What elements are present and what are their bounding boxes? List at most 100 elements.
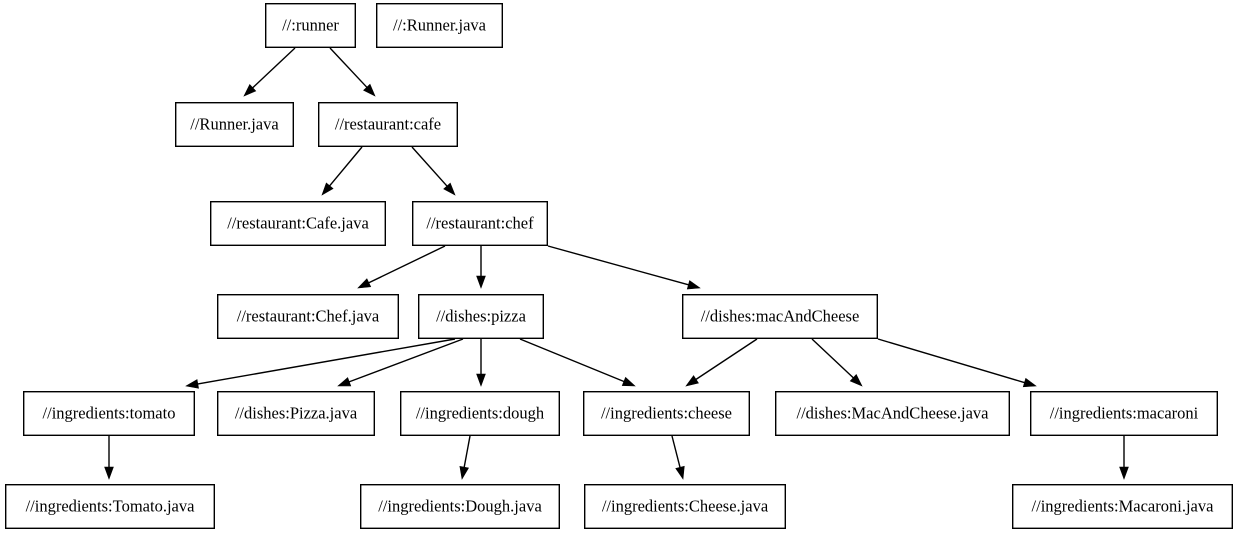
arrowhead-icon	[621, 376, 636, 387]
graph-node-dishes_macandcheese_java[interactable]: //dishes:MacAndCheese.java	[775, 391, 1011, 437]
node-rect[interactable]	[216, 294, 400, 340]
edge-dishes_pizza-to-ing_cheese	[519, 338, 636, 387]
node-rect[interactable]	[216, 391, 376, 437]
edge-dishes_pizza-to-ing_dough	[476, 339, 486, 387]
graph-node-ing_macaroni_java[interactable]: //ingredients:Macaroni.java	[1012, 484, 1234, 530]
edge-line	[327, 146, 363, 188]
arrowhead-icon	[337, 377, 352, 387]
node-label: //ingredients:tomato	[43, 403, 176, 422]
edge-ing_dough-to-ing_dough_java	[459, 435, 471, 480]
node-label: //restaurant:Cafe.java	[227, 213, 369, 232]
node-label: //:runner	[282, 15, 339, 34]
arrowhead-icon	[185, 379, 199, 389]
node-label: //ingredients:Dough.java	[378, 496, 542, 515]
edge-line	[519, 338, 627, 383]
arrowhead-icon	[459, 466, 469, 480]
graph-node-runner_java[interactable]: //Runner.java	[174, 101, 294, 147]
graph-node-restaurant_cafe_java[interactable]: //restaurant:Cafe.java	[209, 200, 387, 246]
arrowhead-icon	[849, 374, 863, 387]
edge-line	[411, 146, 449, 189]
node-rect[interactable]	[174, 101, 294, 147]
node-label: //ingredients:cheese	[601, 403, 732, 422]
node-rect[interactable]	[265, 3, 357, 48]
node-label: //ingredients:Macaroni.java	[1032, 496, 1215, 515]
node-rect[interactable]	[583, 391, 751, 437]
edge-restaurant_chef-to-dishes_macandcheese	[547, 245, 701, 290]
edge-ing_macaroni-to-ing_macaroni_java	[1119, 436, 1129, 480]
node-rect[interactable]	[1012, 484, 1234, 530]
node-rect[interactable]	[209, 200, 387, 246]
arrowhead-icon	[476, 373, 486, 387]
node-label: //dishes:Pizza.java	[235, 403, 358, 422]
arrowhead-icon	[243, 84, 257, 97]
edge-dishes_macandcheese-to-ing_macaroni	[877, 338, 1037, 388]
edge-dishes_pizza-to-ing_tomato	[185, 338, 456, 389]
node-label: //Runner.java	[190, 114, 279, 133]
node-label: //dishes:macAndCheese	[701, 306, 860, 325]
edge-line	[811, 338, 856, 380]
graph-node-dishes_macandcheese[interactable]: //dishes:macAndCheese	[682, 294, 879, 340]
edge-ing_tomato-to-ing_tomato_java	[104, 436, 114, 480]
edge-restaurant_chef-to-dishes_pizza	[476, 246, 486, 289]
node-rect[interactable]	[682, 294, 879, 340]
edge-line	[250, 47, 296, 90]
graph-node-ing_cheese[interactable]: //ingredients:cheese	[583, 391, 751, 437]
graph-node-ing_cheese_java[interactable]: //ingredients:Cheese.java	[584, 484, 787, 530]
edge-line	[463, 435, 471, 470]
node-label: //dishes:pizza	[436, 306, 526, 325]
node-rect[interactable]	[418, 294, 545, 340]
node-label: //restaurant:chef	[426, 213, 534, 232]
graph-node-restaurant_cafe[interactable]: //restaurant:cafe	[318, 101, 459, 147]
arrowhead-icon	[443, 182, 456, 196]
edge-line	[547, 245, 691, 287]
graph-node-ing_dough_java[interactable]: //ingredients:Dough.java	[360, 484, 561, 530]
edge-line	[347, 338, 464, 384]
edge-dishes_macandcheese-to-ing_cheese	[685, 338, 758, 387]
node-rect[interactable]	[400, 391, 561, 437]
edge-restaurant_cafe-to-restaurant_cafe_java	[321, 146, 363, 196]
arrowhead-icon	[1119, 466, 1129, 480]
arrowhead-icon	[685, 375, 699, 387]
node-rect[interactable]	[360, 484, 561, 530]
edge-line	[329, 47, 369, 90]
graph-node-dishes_pizza_java[interactable]: //dishes:Pizza.java	[216, 391, 376, 437]
graph-node-dishes_pizza[interactable]: //dishes:pizza	[418, 294, 545, 340]
graph-node-restaurant_chef[interactable]: //restaurant:chef	[412, 200, 549, 246]
node-rect[interactable]	[584, 484, 787, 530]
graph-node-restaurant_chef_java[interactable]: //restaurant:Chef.java	[216, 294, 400, 340]
node-rect[interactable]	[1029, 391, 1218, 437]
edge-restaurant_chef-to-restaurant_chef_java	[357, 245, 446, 289]
node-rect[interactable]	[376, 3, 504, 48]
edge-dishes_macandcheese-to-dishes_macandcheese_java	[811, 338, 863, 387]
node-label: //ingredients:macaroni	[1050, 403, 1199, 422]
arrowhead-icon	[357, 278, 372, 289]
edge-line	[693, 338, 758, 382]
node-label: //restaurant:cafe	[335, 114, 441, 133]
node-rect[interactable]	[4, 484, 216, 530]
node-rect[interactable]	[412, 200, 549, 246]
node-rect[interactable]	[318, 101, 459, 147]
edge-runner-to-runner_java	[243, 47, 296, 97]
node-label: //restaurant:Chef.java	[237, 306, 380, 325]
graph-node-runner_java_root[interactable]: //:Runner.java	[376, 3, 504, 48]
node-rect[interactable]	[775, 391, 1011, 437]
edge-dishes_pizza-to-dishes_pizza_java	[337, 338, 464, 387]
arrowhead-icon	[1022, 377, 1037, 388]
edges-layer	[104, 47, 1129, 480]
graph-node-ing_dough[interactable]: //ingredients:dough	[400, 391, 561, 437]
edge-ing_cheese-to-ing_cheese_java	[671, 435, 685, 480]
edge-line	[366, 245, 446, 285]
node-rect[interactable]	[23, 391, 196, 437]
graph-node-ing_macaroni[interactable]: //ingredients:macaroni	[1029, 391, 1218, 437]
arrowhead-icon	[686, 280, 701, 290]
node-label: //:Runner.java	[393, 15, 487, 34]
edge-runner-to-restaurant_cafe	[329, 47, 376, 97]
graph-node-runner[interactable]: //:runner	[265, 3, 357, 48]
edge-line	[877, 338, 1027, 384]
edge-restaurant_cafe-to-restaurant_chef	[411, 146, 456, 196]
graph-node-ing_tomato_java[interactable]: //ingredients:Tomato.java	[4, 484, 216, 530]
graph-node-ing_tomato[interactable]: //ingredients:tomato	[23, 391, 196, 437]
arrowhead-icon	[476, 275, 486, 289]
